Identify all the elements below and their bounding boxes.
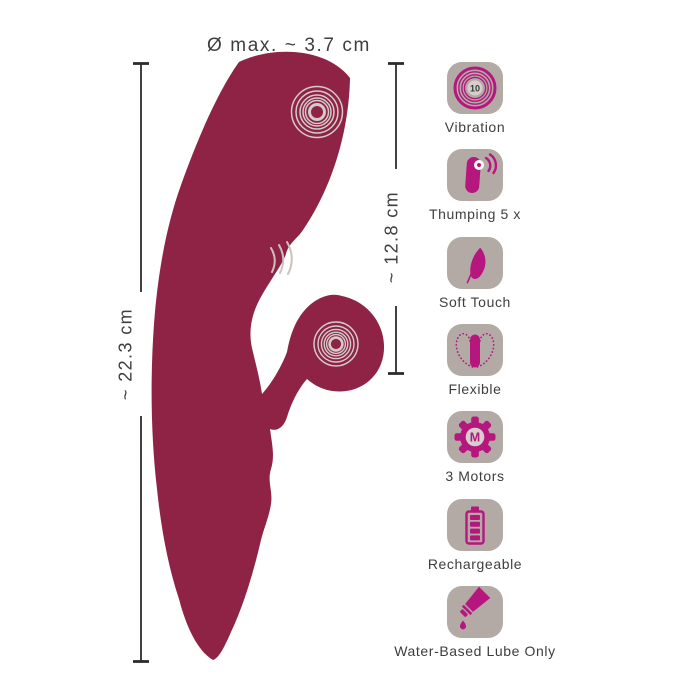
feature-label-motors: 3 Motors — [445, 468, 505, 484]
shaft-vibration-rings-decor — [290, 85, 344, 139]
feature-label-lube: Water-Based Lube Only — [394, 643, 556, 659]
vibration-rings-icon: 10 — [447, 62, 503, 114]
motor-letter: M — [470, 431, 480, 445]
battery-icon — [447, 499, 503, 551]
feature-item-motors: M 3 Motors — [390, 411, 560, 484]
lube-tube-drop-icon — [447, 586, 503, 638]
feature-label-flexible: Flexible — [448, 381, 502, 397]
feature-label-vibration: Vibration — [444, 119, 506, 135]
flex-waves-decor — [270, 241, 293, 275]
total-length-label: ~ 22.3 cm — [115, 307, 136, 401]
product-silhouette — [151, 51, 385, 660]
feature-label-soft-touch: Soft Touch — [439, 294, 511, 310]
feature-label-rechargeable: Rechargeable — [427, 556, 523, 572]
feature-item-vibration: 10 Vibration — [390, 62, 560, 135]
diameter-measurement-label: Ø max. ~ 3.7 cm — [207, 35, 371, 56]
motor-gear-icon: M — [447, 411, 503, 463]
feature-label-thumping: Thumping 5 x — [428, 206, 522, 222]
total-length-measure-line — [133, 62, 149, 663]
insertable-length-measure-line — [388, 62, 404, 375]
feature-item-lube: Water-Based Lube Only — [390, 586, 560, 659]
feature-item-rechargeable: Rechargeable — [390, 499, 560, 572]
feather-icon — [447, 237, 503, 289]
feature-item-flexible: Flexible — [390, 324, 560, 397]
arm-vibration-rings-decor — [313, 321, 359, 367]
thumping-vibe-icon — [447, 149, 503, 201]
vibration-modes-badge: 10 — [470, 84, 480, 94]
feature-item-soft-touch: Soft Touch — [390, 237, 560, 310]
feature-item-thumping: Thumping 5 x — [390, 149, 560, 222]
flexible-bend-icon — [447, 324, 503, 376]
